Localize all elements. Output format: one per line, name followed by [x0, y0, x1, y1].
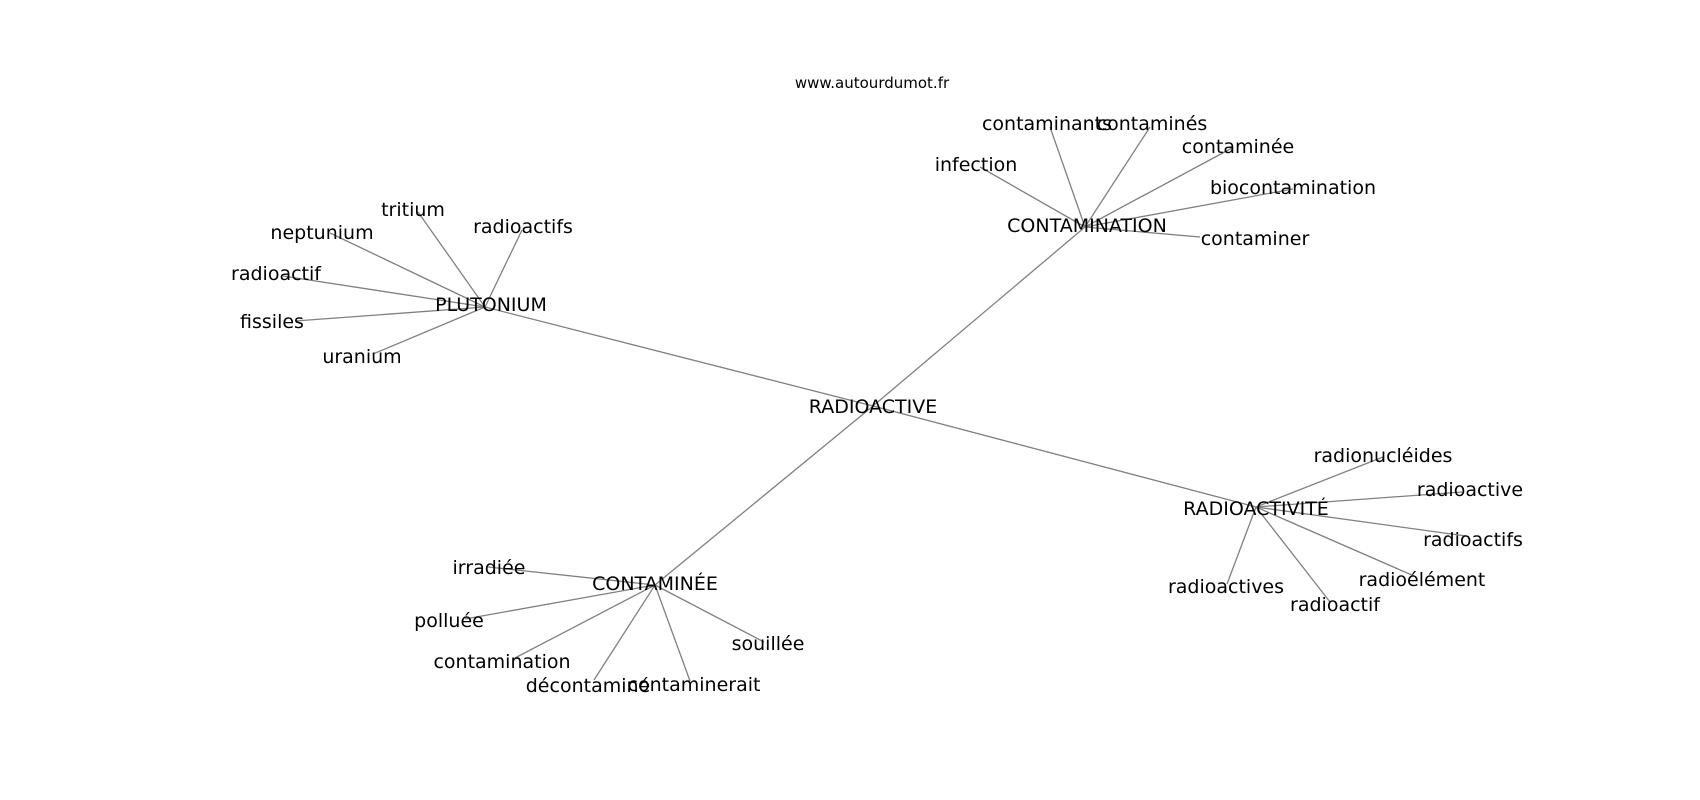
- leaf-node-label: neptunium: [270, 222, 373, 244]
- leaf-node-label: radioactif: [231, 263, 322, 285]
- edge-hub-to-leaf: [654, 584, 691, 682]
- center-node-label: RADIOACTIVE: [809, 396, 937, 418]
- edge-hub-to-leaf: [294, 306, 486, 322]
- edge-hub-to-leaf: [484, 229, 523, 308]
- edge-hub-to-leaf: [512, 584, 656, 660]
- edge-hub-to-leaf: [1084, 147, 1233, 228]
- edge-center-to-hub: [484, 306, 874, 407]
- edge-hub-to-leaf: [282, 275, 486, 308]
- leaf-node-label: radioélément: [1359, 569, 1486, 591]
- edge-hub-to-leaf: [1255, 506, 1331, 603]
- leaf-node-label: radioactifs: [473, 216, 573, 238]
- edge-hub-to-leaf: [417, 211, 486, 308]
- edge-center-to-hub: [654, 405, 874, 586]
- hub-node-label: RADIOACTIVITÉ: [1183, 497, 1329, 520]
- edge-hub-to-leaf: [487, 566, 656, 586]
- edge-center-to-hub: [872, 405, 1257, 508]
- edge-hub-to-leaf: [464, 584, 656, 620]
- edge-hub-to-leaf: [1255, 506, 1467, 537]
- graph-labels: RADIOACTIVE PLUTONIUM tritium radioactifs ne…: [231, 113, 1523, 697]
- hub-node-label: PLUTONIUM: [435, 294, 547, 316]
- leaf-node-label: uranium: [322, 346, 401, 368]
- leaf-node-label: radioactifs: [1423, 529, 1523, 551]
- leaf-node-label: contamination: [433, 651, 570, 673]
- leaf-node-label: biocontamination: [1210, 177, 1376, 199]
- leaf-node-label: souillée: [732, 633, 805, 655]
- edge-hub-to-leaf: [654, 584, 765, 643]
- leaf-node-label: irradiée: [453, 557, 526, 579]
- leaf-node-label: contaminerait: [628, 674, 761, 696]
- edge-center-to-hub: [872, 226, 1086, 407]
- leaf-node-label: décontaminé: [526, 675, 650, 697]
- leaf-node-label: fissiles: [240, 311, 304, 333]
- watermark-text: www.autourdumot.fr: [795, 74, 950, 92]
- leaf-node-label: contaminés: [1097, 113, 1208, 135]
- leaf-node-label: tritium: [381, 199, 445, 221]
- leaf-node-label: radioactive: [1417, 479, 1523, 501]
- edge-hub-to-leaf: [1255, 456, 1384, 508]
- edge-hub-to-leaf: [329, 232, 486, 308]
- edge-hub-to-leaf: [979, 166, 1086, 228]
- leaf-node-label: radionucléides: [1314, 445, 1453, 467]
- leaf-node-label: radioactives: [1168, 576, 1284, 598]
- hub-node-label: CONTAMINÉE: [592, 572, 718, 595]
- leaf-node-label: contaminer: [1201, 228, 1310, 250]
- edge-hub-to-leaf: [1255, 506, 1415, 577]
- leaf-node-label: polluée: [414, 610, 484, 632]
- leaf-node-label: contaminants: [982, 113, 1112, 135]
- edge-hub-to-leaf: [1084, 226, 1201, 238]
- edge-hub-to-leaf: [1084, 126, 1151, 228]
- leaf-node-label: infection: [935, 154, 1018, 176]
- leaf-node-label: contaminée: [1182, 136, 1294, 158]
- edge-hub-to-leaf: [1084, 188, 1294, 228]
- leaf-node-label: radioactif: [1290, 594, 1381, 616]
- edge-hub-to-leaf: [372, 306, 486, 355]
- graph-edges: [282, 126, 1467, 682]
- hub-node-label: CONTAMINATION: [1007, 215, 1167, 237]
- edge-hub-to-leaf: [593, 584, 656, 681]
- edge-hub-to-leaf: [1049, 126, 1086, 228]
- edge-hub-to-leaf: [1226, 506, 1257, 585]
- edge-hub-to-leaf: [1255, 491, 1463, 508]
